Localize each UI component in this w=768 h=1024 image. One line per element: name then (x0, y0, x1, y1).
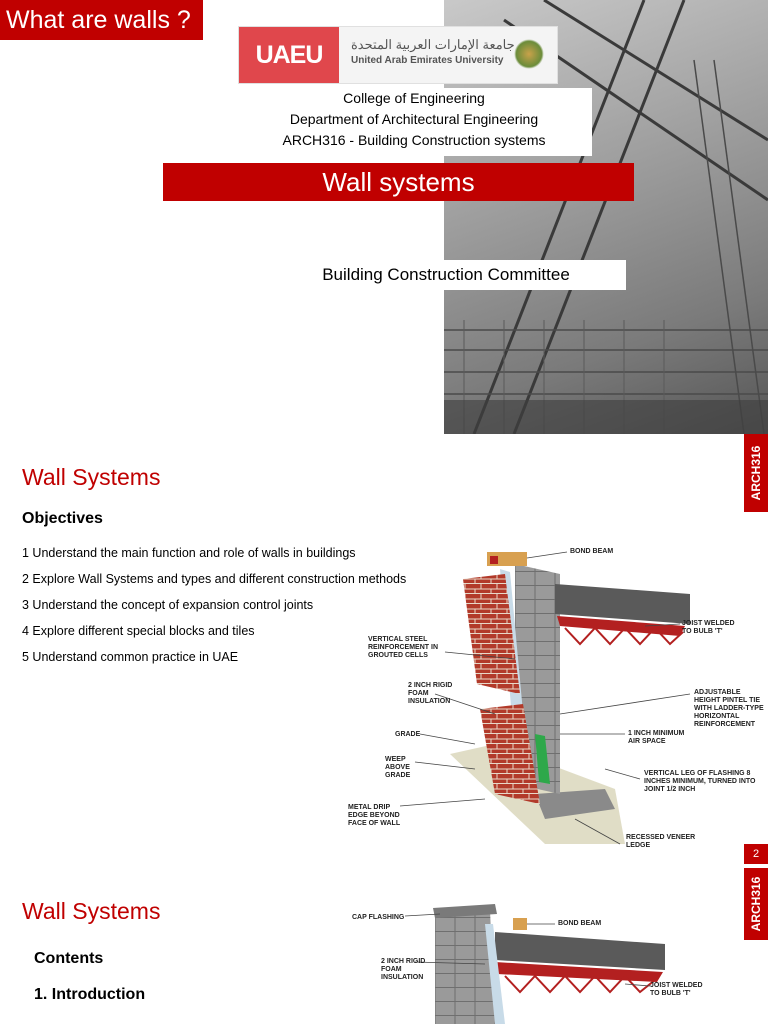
committee-label: Building Construction Committee (266, 260, 626, 290)
college-line: College of Engineering (343, 90, 485, 106)
course-line: ARCH316 - Building Construction systems (282, 132, 546, 148)
callout-flashing: VERTICAL LEG OF FLASHING 8 INCHES MINIMU… (644, 770, 756, 793)
list-item: 1 Understand the main function and role … (22, 546, 356, 560)
logo-english-name: United Arab Emirates University (351, 55, 504, 66)
university-logo: UAEU جامعة الإمارات العربية المتحدة Unit… (238, 26, 558, 84)
slide-title: What are walls ? UAEU جامعة الإمارات الع… (0, 0, 768, 434)
course-info: College of Engineering Department of Arc… (236, 88, 592, 156)
department-line: Department of Architectural Engineering (289, 111, 539, 127)
slide-title: Wall Systems (22, 898, 161, 924)
callout-grade: GRADE (395, 731, 421, 738)
side-tab-label: ARCH316 (749, 876, 763, 932)
page-number: 2 (744, 844, 768, 864)
slide-title: Wall Systems (22, 464, 161, 490)
course-side-tab: ARCH316 (744, 868, 768, 940)
course-side-tab: ARCH316 (744, 434, 768, 512)
list-item: 3 Understand the concept of expansion co… (22, 598, 314, 612)
section-heading: Contents (34, 950, 104, 967)
objectives-list: 1 Understand the main function and role … (22, 540, 406, 670)
wall-section-diagram (399, 551, 691, 845)
callout-rigid-foam: 2 INCH RIGID FOAM INSULATION (381, 958, 426, 981)
callout-weep: WEEP ABOVE GRADE (385, 756, 411, 779)
callout-recessed-ledge: RECESSED VENEER LEDGE (626, 834, 696, 849)
logo-wordmark: UAEU (239, 27, 339, 83)
side-tab-label: ARCH316 (749, 445, 763, 501)
callout-joist: JOIST WELDED TO BULB 'T' (682, 620, 735, 635)
callout-drip-edge: METAL DRIP EDGE BEYOND FACE OF WALL (348, 804, 401, 827)
slide-contents: Wall Systems Contents 1. Introduction AR… (0, 868, 768, 1024)
callout-bond-beam: BOND BEAM (558, 920, 602, 927)
callout-rigid-foam: 2 INCH RIGID FOAM INSULATION (408, 682, 453, 705)
callout-adjustable-tie: ADJUSTABLE HEIGHT PINTEL TIE WITH LADDER… (694, 689, 764, 728)
slide-objectives: Wall Systems Objectives 1 Understand the… (0, 434, 768, 868)
callout-cap-flashing: CAP FLASHING (352, 914, 405, 921)
callout-joist: JOIST WELDED TO BULB 'T' (650, 982, 703, 997)
list-item: 5 Understand common practice in UAE (22, 650, 239, 664)
callout-vertical-steel: VERTICAL STEEL REINFORCEMENT IN GROUTED … (368, 636, 438, 659)
callout-bond-beam: BOND BEAM (570, 548, 614, 555)
wall-section-diagram (404, 904, 665, 1024)
emblem-icon (514, 39, 544, 69)
list-item: 4 Explore different special blocks and t… (22, 624, 255, 638)
slide-tag: What are walls ? (0, 0, 203, 40)
logo-arabic-name: جامعة الإمارات العربية المتحدة (351, 37, 515, 52)
slide-main-title: Wall systems (163, 163, 634, 201)
callout-air-space: 1 INCH MINIMUM AIR SPACE (628, 730, 685, 745)
list-item: 2 Explore Wall Systems and types and dif… (22, 572, 407, 586)
section-heading: Objectives (22, 510, 103, 527)
contents-item-1: 1. Introduction (34, 986, 146, 1003)
